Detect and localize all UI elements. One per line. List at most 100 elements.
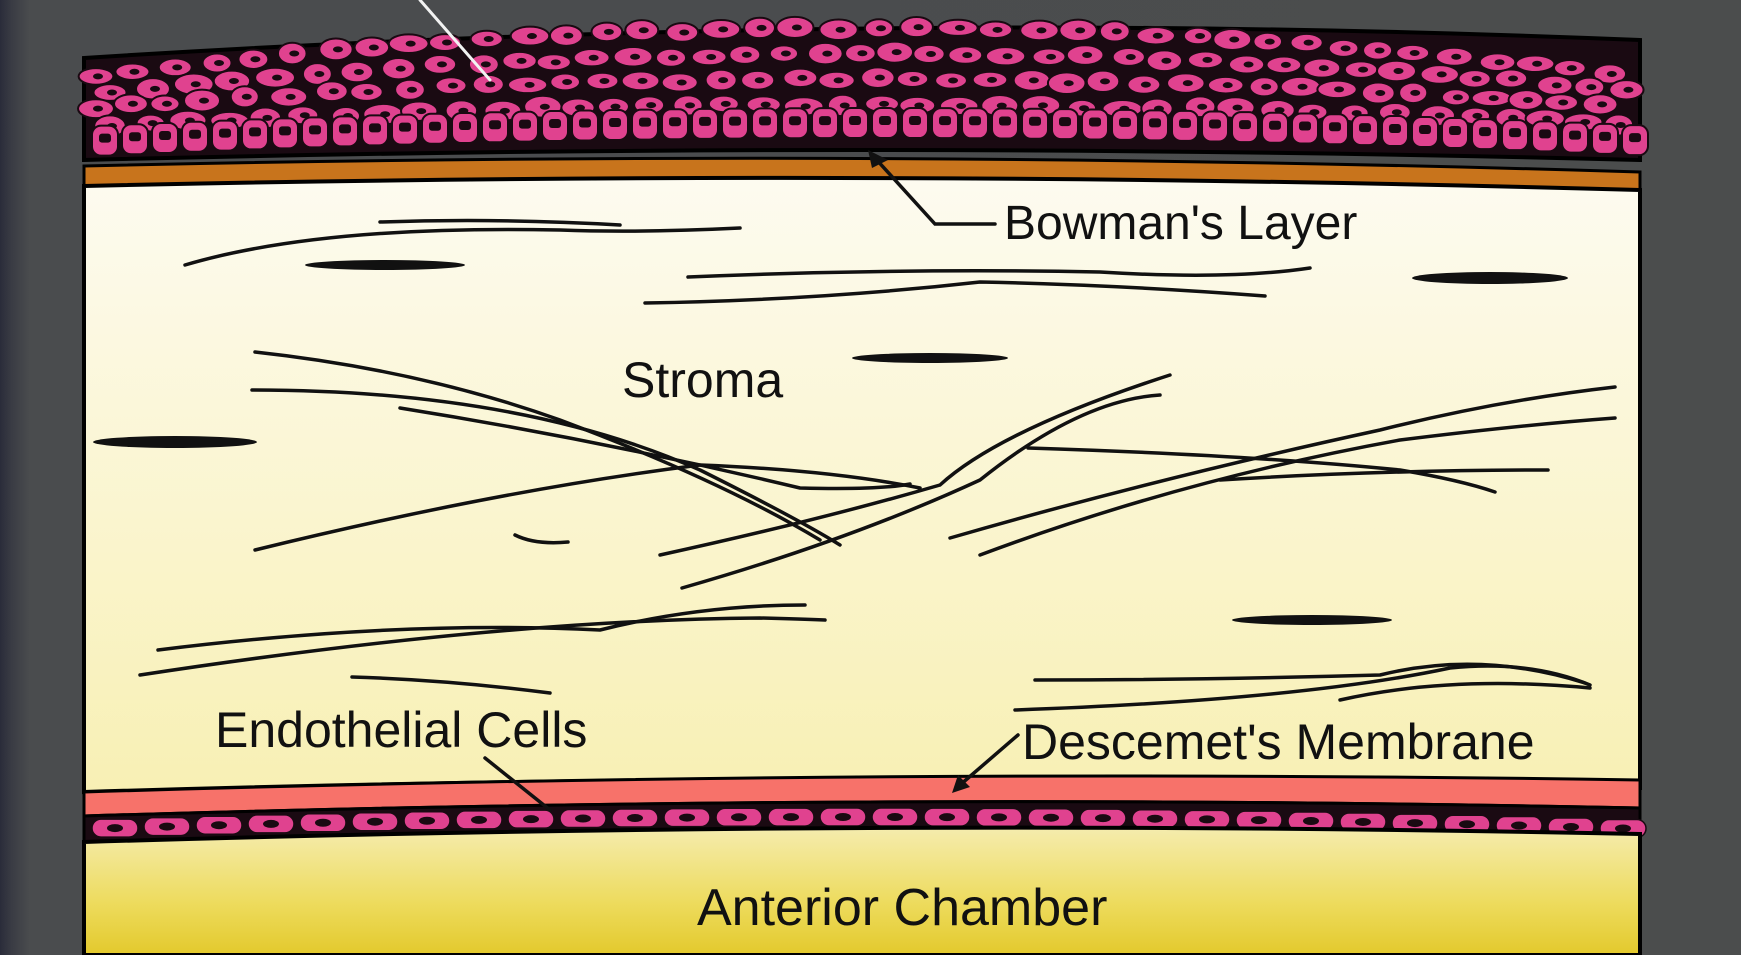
cell-nucleus <box>459 121 471 130</box>
cell-nucleus <box>706 54 716 60</box>
cell-nucleus <box>549 119 561 128</box>
cell-nucleus <box>93 73 103 79</box>
cell-nucleus <box>540 104 550 110</box>
cell-nucleus <box>1029 77 1039 83</box>
cell-nucleus <box>339 124 351 133</box>
cell-nucleus <box>926 51 936 57</box>
cell-nucleus <box>1392 109 1402 115</box>
cell-nucleus <box>914 24 924 30</box>
cell-nucleus <box>875 75 885 81</box>
cell-nucleus <box>797 75 807 81</box>
cell-nucleus <box>849 116 861 125</box>
cell-nucleus <box>159 823 175 831</box>
cell-nucleus <box>742 52 752 58</box>
cell-nucleus <box>939 813 955 821</box>
cell-nucleus <box>1202 57 1212 63</box>
cell-nucleus <box>1003 53 1013 59</box>
cell-nucleus <box>781 51 791 57</box>
cell-nucleus <box>834 77 844 83</box>
cell-nucleus <box>1375 90 1385 96</box>
cell-nucleus <box>286 94 296 100</box>
cell-nucleus <box>1223 82 1233 88</box>
cell-nucleus <box>731 813 747 821</box>
cell-nucleus <box>129 132 141 141</box>
cell-nucleus <box>1597 101 1607 107</box>
cell-nucleus <box>107 90 117 96</box>
cell-nucleus <box>1569 131 1581 140</box>
cell-nucleus <box>1472 76 1482 82</box>
cell-nucleus <box>1451 54 1461 60</box>
cell-nucleus <box>1141 82 1151 88</box>
cell-nucleus <box>150 86 160 92</box>
cell-nucleus <box>1046 54 1056 60</box>
cell-nucleus <box>314 71 324 77</box>
cell-nucleus <box>819 116 831 125</box>
cell-nucleus <box>1375 47 1385 53</box>
cell-nucleus <box>525 82 535 88</box>
cell-nucleus <box>609 118 621 127</box>
cell-nucleus <box>419 817 435 825</box>
cell-nucleus <box>1532 61 1542 67</box>
cell-nucleus <box>527 33 537 39</box>
cell-nucleus <box>199 98 209 104</box>
cell-nucleus <box>1495 59 1505 65</box>
cell-nucleus <box>718 26 728 32</box>
cell-nucleus <box>1089 117 1101 126</box>
cell-nucleus <box>1161 58 1171 64</box>
cell-nucleus <box>822 51 832 57</box>
cell-nucleus <box>1435 113 1445 119</box>
cell-nucleus <box>1419 125 1431 134</box>
cell-nucleus <box>955 25 965 31</box>
cell-nucleus <box>1147 815 1163 823</box>
cell-nucleus <box>249 127 261 136</box>
bowmans-layer-label: Bowman's Layer <box>1004 200 1357 248</box>
cell-nucleus <box>789 116 801 125</box>
cell-nucleus <box>1197 104 1207 110</box>
cell-nucleus <box>1472 113 1482 119</box>
cell-nucleus <box>987 77 997 83</box>
cell-nucleus <box>1629 133 1641 142</box>
cell-nucleus <box>857 50 867 56</box>
cell-nucleus <box>1195 33 1205 39</box>
cell-nucleus <box>879 101 889 107</box>
cell-nucleus <box>1407 819 1423 827</box>
cell-nucleus <box>1586 84 1596 90</box>
cell-nucleus <box>575 815 591 823</box>
cell-nucleus <box>406 41 416 47</box>
cell-nucleus <box>363 89 373 95</box>
cell-nucleus <box>1453 94 1463 100</box>
cell-nucleus <box>1389 124 1401 133</box>
cell-nucleus <box>1539 129 1551 138</box>
cell-nucleus <box>1341 45 1351 51</box>
cell-nucleus <box>759 116 771 125</box>
cell-nucleus <box>1179 119 1191 128</box>
cell-nucleus <box>93 106 103 112</box>
cell-nucleus <box>1100 78 1110 84</box>
cell-nucleus <box>969 116 981 125</box>
cell-nucleus <box>1459 820 1475 828</box>
cell-nucleus <box>1511 822 1527 830</box>
cell-nucleus <box>1038 102 1048 108</box>
cell-nucleus <box>416 108 426 114</box>
cell-nucleus <box>279 126 291 135</box>
cell-nucleus <box>1567 65 1577 71</box>
cell-nucleus <box>685 102 695 108</box>
cell-nucleus <box>835 813 851 821</box>
cell-nucleus <box>1479 127 1491 136</box>
cell-nucleus <box>399 123 411 132</box>
cell-nucleus <box>242 94 252 100</box>
cell-nucleus <box>948 78 958 84</box>
cell-nucleus <box>679 29 689 35</box>
cell-nucleus <box>836 27 846 33</box>
cell-nucleus <box>1299 121 1311 130</box>
cell-nucleus <box>1244 62 1254 68</box>
cell-nucleus <box>329 88 339 94</box>
cell-nucleus <box>1563 823 1579 831</box>
cell-nucleus <box>211 821 227 829</box>
cell-nucleus <box>1153 33 1163 39</box>
cell-nucleus <box>1075 27 1085 33</box>
cell-nucleus <box>1029 117 1041 126</box>
cell-nucleus <box>639 27 649 33</box>
cell-nucleus <box>610 104 620 110</box>
cell-nucleus <box>1449 126 1461 135</box>
